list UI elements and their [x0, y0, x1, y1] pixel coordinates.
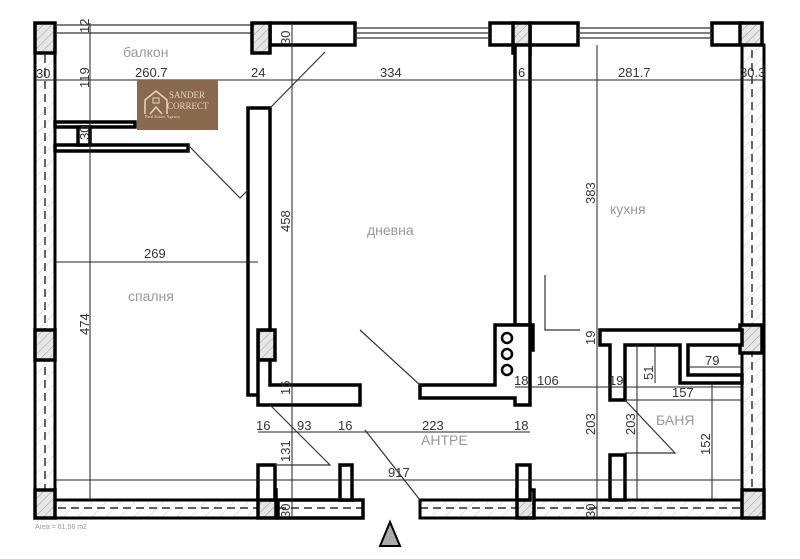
dim-label: 383	[583, 182, 598, 204]
dim-label: 19	[609, 373, 623, 388]
dim-label: 30.3	[740, 65, 765, 80]
dim-label: 79	[705, 353, 719, 368]
dim-label: 30	[278, 504, 293, 518]
dim-label: 12	[77, 19, 92, 33]
dim-label: 30	[583, 504, 598, 518]
dim-label: 24	[251, 65, 265, 80]
room-hall: АНТРЕ	[421, 432, 468, 448]
dim-label: 18	[514, 418, 528, 433]
dim-label: 93	[297, 418, 311, 433]
dim-label: 157	[672, 385, 694, 400]
dim-label: 281.7	[618, 65, 651, 80]
logo-line2: CORRECT	[167, 101, 209, 111]
interior-walls	[53, 43, 744, 502]
house-icon	[144, 90, 168, 115]
dim-label: 203	[583, 413, 598, 435]
dim-label: 6	[518, 65, 525, 80]
agency-logo: SANDER CORRECT Real Estate Agency	[137, 80, 218, 130]
logo-line3: Real Estate Agency	[145, 114, 181, 119]
columns	[33, 21, 766, 520]
area-label: Area = 61,56 m2	[35, 524, 87, 531]
room-living: дневна	[367, 222, 414, 238]
logo-line1: SANDER	[169, 90, 206, 100]
dim-label: 30	[278, 31, 293, 45]
room-bedroom: спалня	[128, 288, 174, 304]
dim-label: 152	[698, 433, 713, 455]
dim-label: 30	[36, 66, 50, 81]
dim-label: 30	[77, 126, 92, 140]
dim-label: 119	[77, 67, 92, 88]
dim-label: 16	[278, 381, 293, 395]
dim-label: 131	[278, 440, 293, 462]
room-labels: балкон дневна кухня спалня БАНЯ АНТРЕ	[123, 44, 694, 448]
dim-label: 223	[422, 418, 444, 433]
dim-label: 16	[338, 418, 352, 433]
dim-label: 458	[278, 210, 293, 232]
dim-label: 269	[144, 246, 166, 261]
dim-label: 106	[537, 373, 559, 388]
dim-label: 260.7	[135, 65, 168, 80]
dimension-labels: 30 260.7 24 334 6 281.7 30.3 269 106 18 …	[36, 19, 765, 518]
room-balcony: балкон	[123, 44, 168, 60]
room-kitchen: кухня	[610, 201, 646, 217]
dim-label: 18	[514, 373, 528, 388]
dim-label: 51	[641, 366, 656, 380]
dim-label: 334	[380, 65, 402, 80]
dim-label: 16	[256, 418, 270, 433]
north-arrow-icon	[378, 519, 402, 547]
room-bathroom: БАНЯ	[656, 412, 694, 428]
dim-label: 19	[583, 331, 598, 345]
dim-label: 917	[388, 465, 410, 480]
dim-label: 474	[77, 313, 92, 335]
dim-label: 203	[623, 413, 638, 435]
